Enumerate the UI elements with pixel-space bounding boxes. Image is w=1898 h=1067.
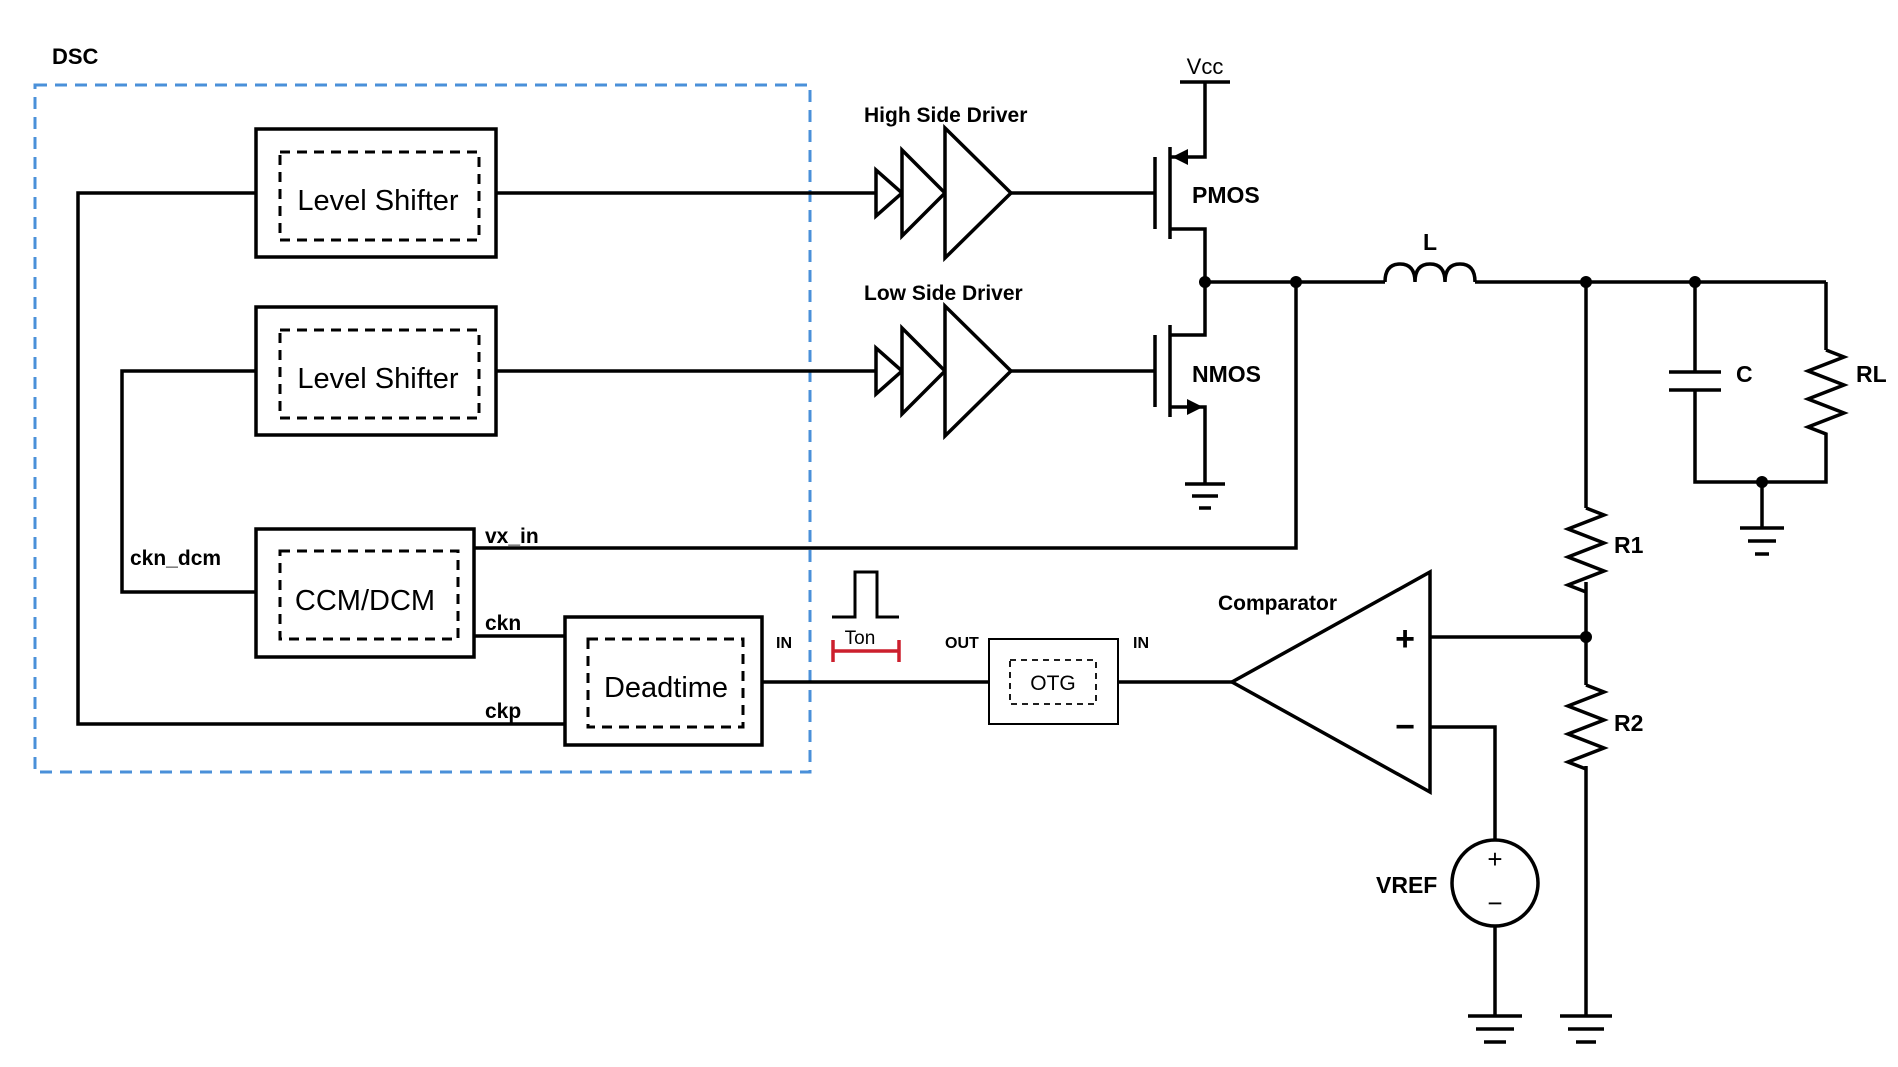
dsc-frame bbox=[33, 83, 812, 774]
ccm-dcm-label: CCM/DCM bbox=[295, 585, 435, 617]
load-resistor bbox=[1803, 348, 1849, 448]
pmos-label: PMOS bbox=[1192, 182, 1260, 208]
inductor-label: L bbox=[1423, 229, 1437, 255]
otg-out-label: OUT bbox=[945, 635, 979, 652]
level-shifter-bottom-label: Level Shifter bbox=[297, 363, 459, 395]
high-side-driver bbox=[874, 123, 1014, 263]
ton-pulse: Ton bbox=[831, 570, 901, 662]
junction-dots bbox=[1199, 276, 1768, 643]
deadtime-label: Deadtime bbox=[604, 672, 728, 704]
vref-source bbox=[1450, 838, 1540, 928]
r1-label: R1 bbox=[1614, 532, 1644, 558]
vx-in-label: vx_in bbox=[485, 525, 539, 548]
vref-minus: − bbox=[1487, 888, 1502, 918]
ccm-dcm-block: CCM/DCM bbox=[254, 527, 476, 659]
otg-label: OTG bbox=[1030, 672, 1076, 695]
low-side-driver bbox=[874, 301, 1014, 441]
deadtime-in-label: IN bbox=[776, 635, 792, 652]
inductor bbox=[1383, 262, 1477, 283]
level-shifter-top: Level Shifter bbox=[254, 127, 498, 259]
otg-in-label: IN bbox=[1133, 635, 1149, 652]
comparator-triangle bbox=[1228, 569, 1432, 795]
ton-label: Ton bbox=[845, 628, 876, 649]
ckn-dcm-label: ckn_dcm bbox=[130, 547, 221, 570]
deadtime-block: Deadtime bbox=[563, 615, 764, 747]
level-shifter-top-label: Level Shifter bbox=[297, 185, 459, 217]
ckn-label: ckn bbox=[485, 612, 521, 635]
vcc-label: Vcc bbox=[1187, 54, 1224, 79]
wires bbox=[76, 80, 1828, 1044]
level-shifter-bottom: Level Shifter bbox=[254, 305, 498, 437]
comparator-plus-sign: + bbox=[1395, 620, 1415, 658]
dsc-label: DSC bbox=[52, 44, 99, 69]
load-resistor-label: RL bbox=[1856, 361, 1887, 387]
nmos-label: NMOS bbox=[1192, 361, 1261, 387]
nmos-arrow-icon bbox=[1187, 399, 1203, 415]
ckp-label: ckp bbox=[485, 700, 521, 723]
r1-resistor bbox=[1563, 506, 1609, 594]
low-side-driver-label: Low Side Driver bbox=[864, 282, 1023, 305]
high-side-driver-label: High Side Driver bbox=[864, 104, 1027, 127]
r2-label: R2 bbox=[1614, 710, 1643, 736]
otg-block: OTG bbox=[988, 638, 1119, 725]
comparator-minus-sign: − bbox=[1395, 708, 1415, 746]
comparator-label: Comparator bbox=[1218, 592, 1337, 615]
r2-resistor bbox=[1563, 683, 1609, 771]
vref-plus: + bbox=[1487, 844, 1502, 874]
pmos-arrow-icon bbox=[1172, 149, 1188, 165]
capacitor-label: C bbox=[1736, 361, 1753, 387]
vref-label: VREF bbox=[1376, 872, 1437, 898]
